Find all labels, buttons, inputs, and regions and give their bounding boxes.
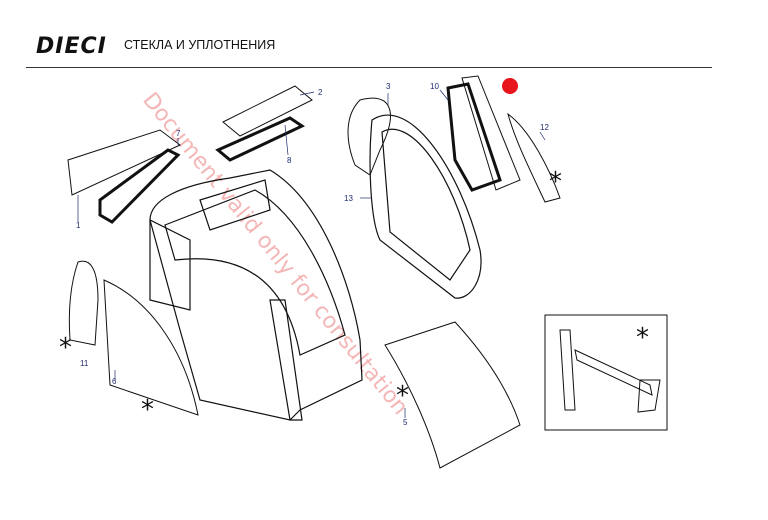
part-11-side-glass[interactable] [68, 260, 99, 346]
part-10-window[interactable] [446, 82, 502, 192]
callout-7: 7 [176, 129, 181, 138]
part-2-upper-glass[interactable] [222, 85, 313, 137]
page-header: DIECI СТЕКЛА И УПЛОТНЕНИЯ [0, 0, 768, 68]
page-title: СТЕКЛА И УПЛОТНЕНИЯ [124, 38, 276, 52]
star-marker: * [549, 167, 562, 197]
part-7-roof-seal[interactable] [98, 148, 181, 224]
part-5-windshield[interactable] [384, 321, 521, 469]
sealant-gun-inset [544, 314, 668, 431]
callout-5: 5 [403, 418, 408, 427]
callout-13: 13 [344, 194, 353, 203]
star-marker: * [396, 381, 409, 411]
part-6-side-glass[interactable] [103, 279, 199, 416]
part-8-upper-seal[interactable] [215, 116, 306, 162]
part-13-door[interactable] [369, 114, 482, 299]
callout-1: 1 [76, 221, 81, 230]
dieci-logo: DIECI [36, 34, 107, 59]
callout-6: 6 [112, 377, 117, 386]
callout-12: 12 [540, 123, 549, 132]
highlight-marker [502, 78, 518, 94]
callout-10: 10 [430, 82, 439, 91]
header-divider [26, 67, 712, 68]
part-3-door-glass[interactable] [347, 97, 391, 176]
callout-11: 11 [80, 359, 89, 368]
callout-2: 2 [318, 88, 323, 97]
callout-8: 8 [287, 156, 292, 165]
star-marker: * [59, 333, 72, 363]
leader-lines [77, 89, 546, 418]
star-marker: * [141, 395, 154, 425]
callout-3: 3 [386, 82, 391, 91]
part-12-glass[interactable] [507, 112, 561, 203]
cab-frame [149, 169, 363, 421]
part-1-roof-glass[interactable] [67, 129, 181, 196]
part-10-outer-glass[interactable] [461, 75, 521, 191]
star-marker: * [636, 323, 649, 353]
